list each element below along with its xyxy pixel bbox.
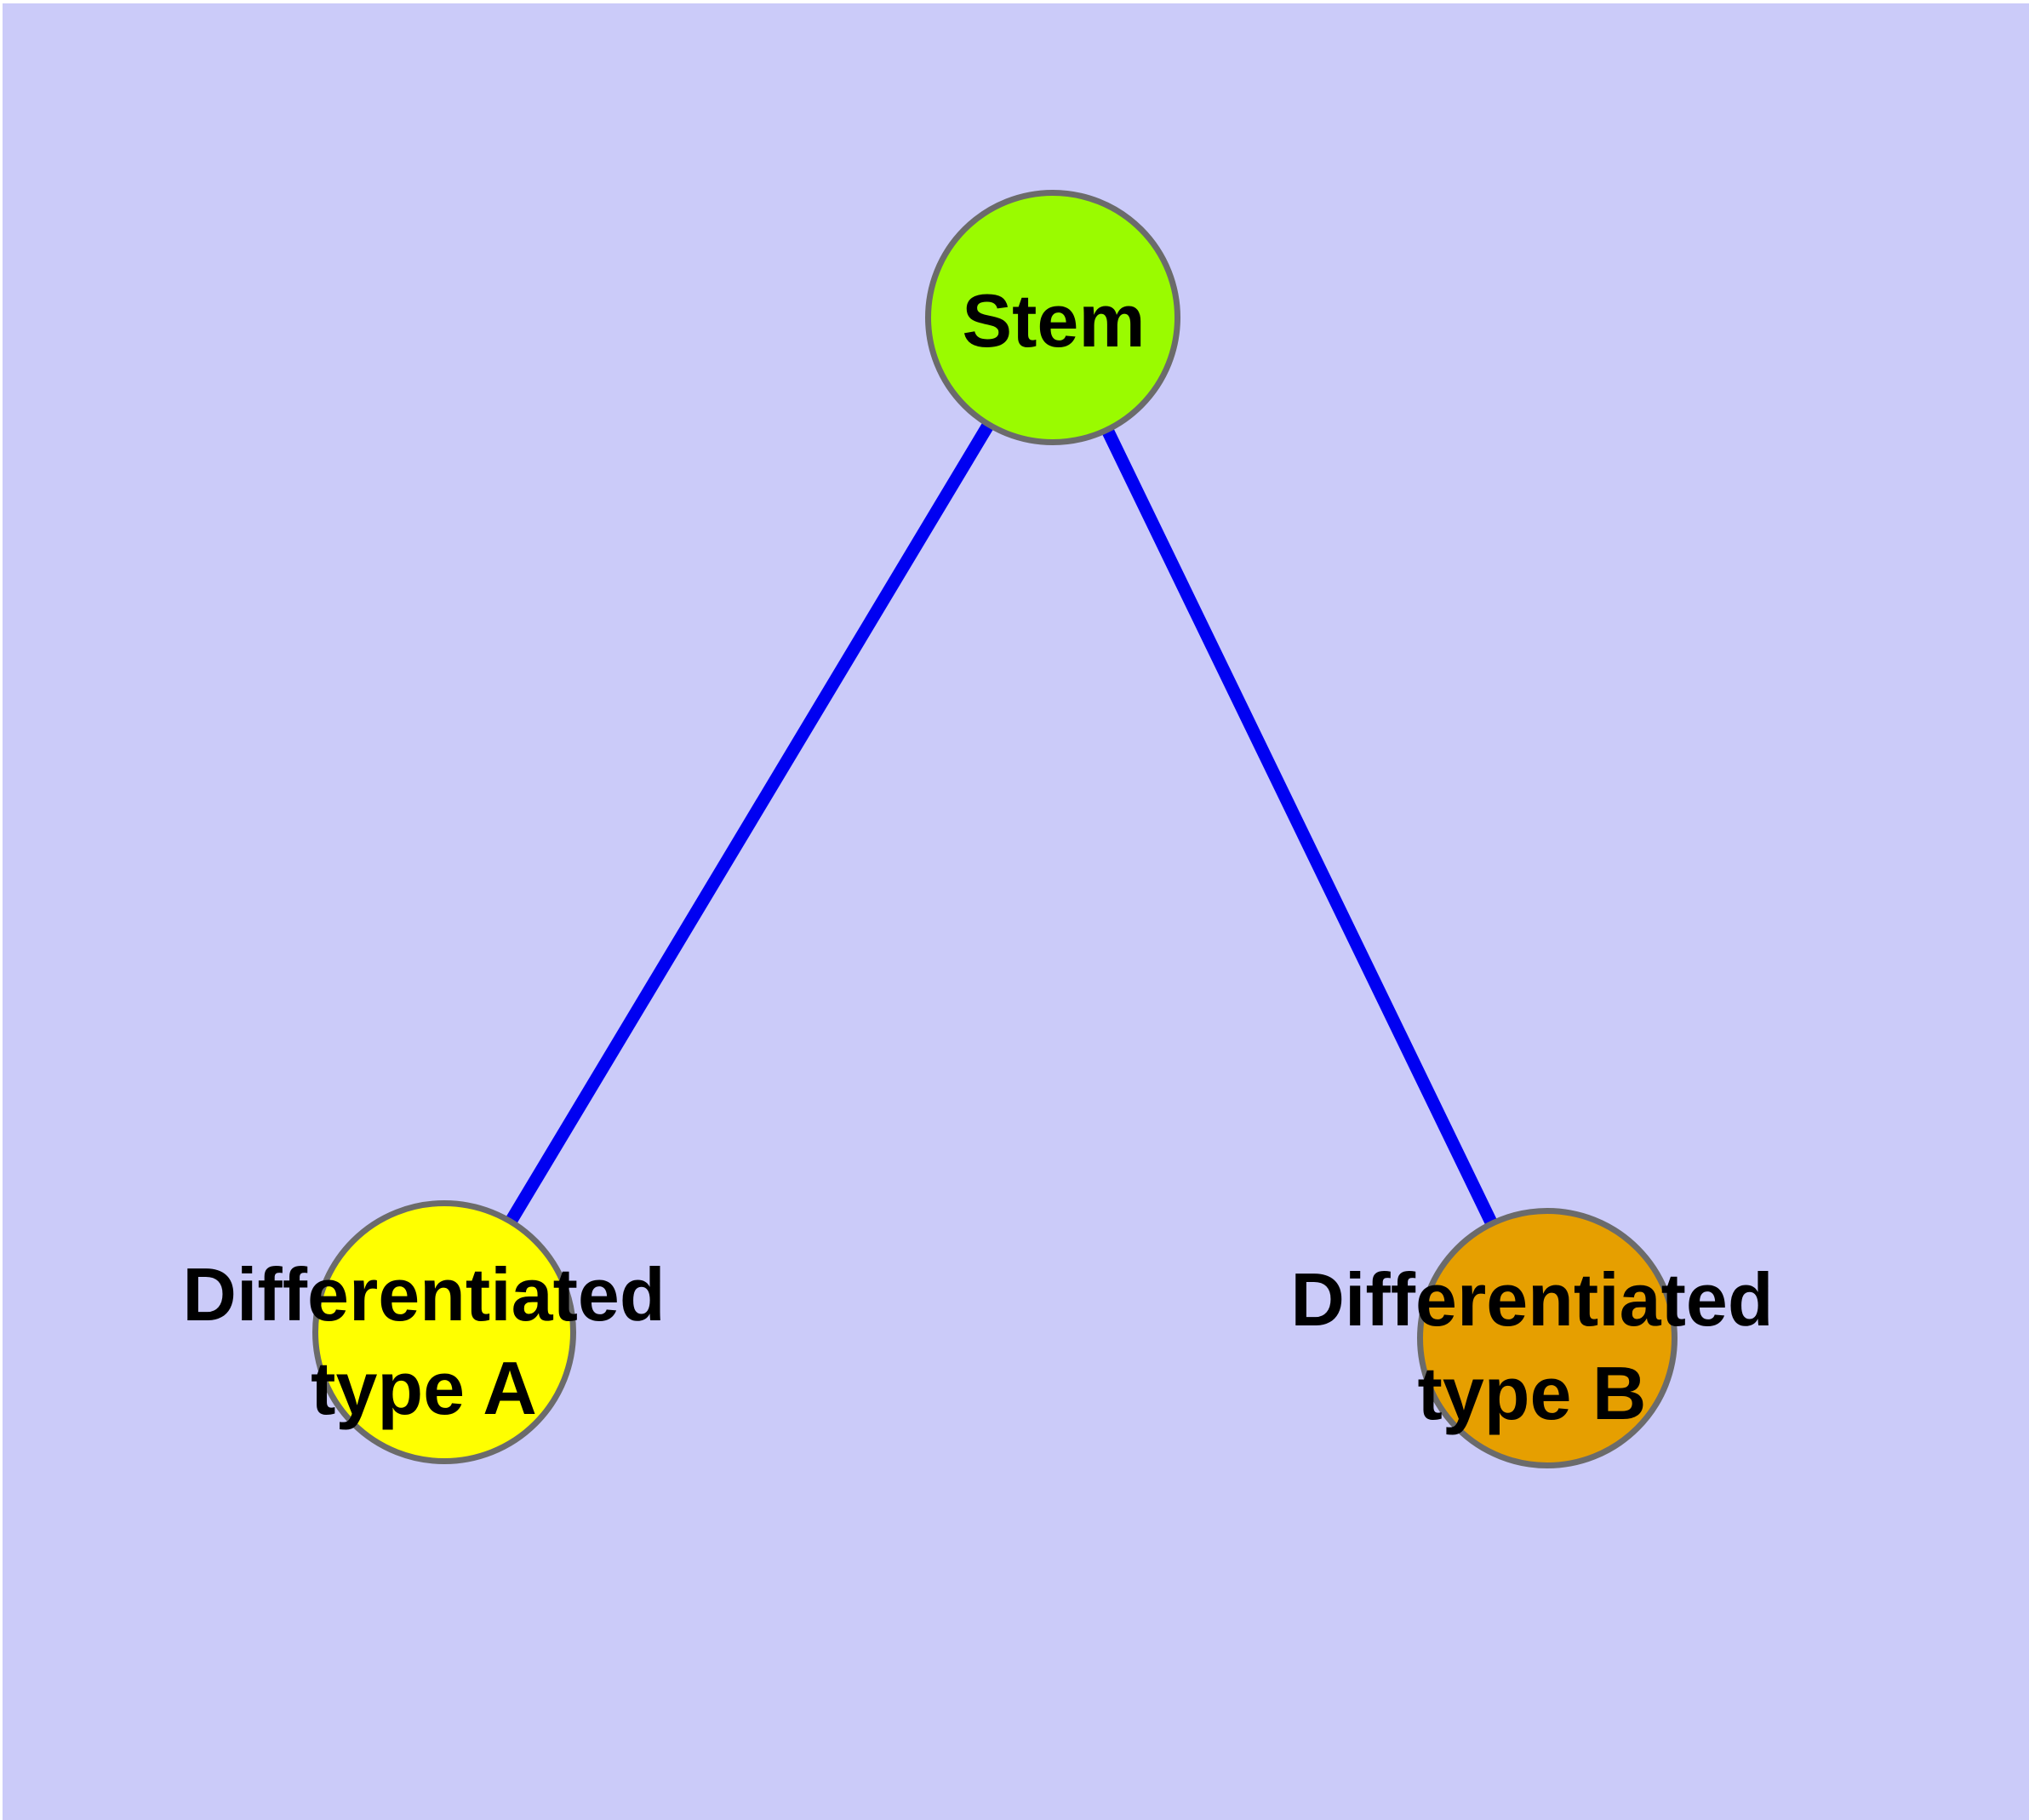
- node-label-line: type A: [311, 1346, 537, 1430]
- node-label-line: Differentiated: [1290, 1257, 1774, 1342]
- node-circle-stem: [925, 190, 1180, 445]
- node-label-line: Differentiated: [182, 1252, 666, 1336]
- node-label-differentiated-type-a: Differentiated type A: [182, 1248, 665, 1435]
- node-circle-differentiated-type-a: [312, 1200, 576, 1464]
- node-circle-differentiated-type-b: [1417, 1208, 1677, 1468]
- node-label-line: type B: [1417, 1351, 1647, 1435]
- edge-stem-to-differentiated-type-b: [1047, 314, 1553, 1342]
- node-label-stem: Stem: [962, 274, 1145, 368]
- edge-stem-to-differentiated-type-a: [438, 314, 1059, 1336]
- node-label-differentiated-type-b: Differentiated type B: [1290, 1253, 1773, 1440]
- node-label-line: Stem: [962, 278, 1146, 363]
